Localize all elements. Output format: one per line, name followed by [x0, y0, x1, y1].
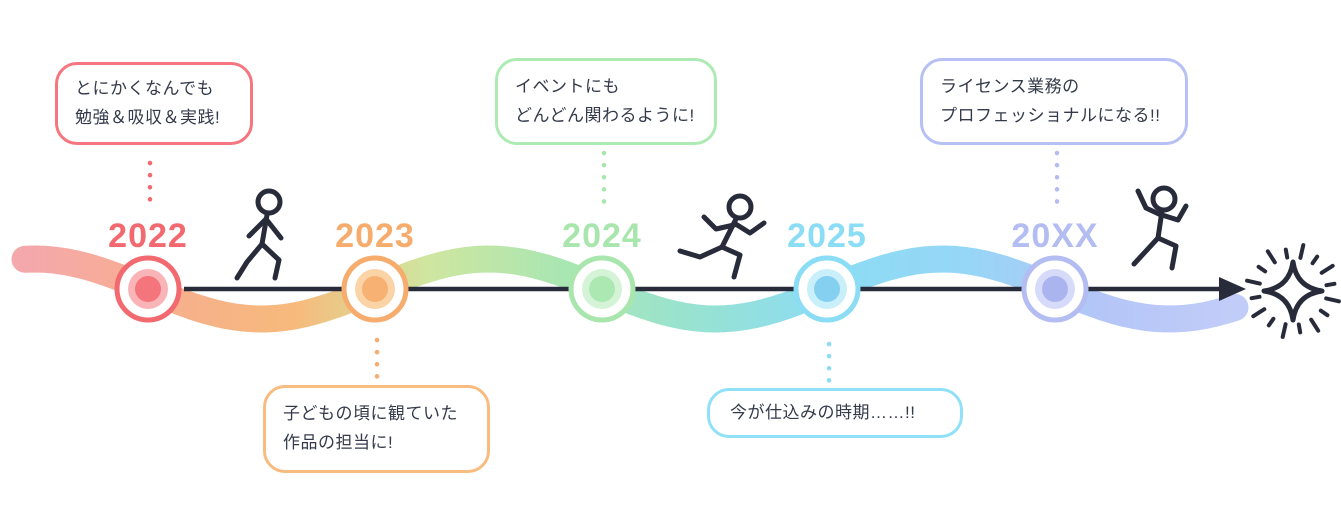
arrowhead-icon — [1219, 277, 1246, 301]
speech-bubble-2022: とにかくなんでも 勉強＆吸収＆実践! — [55, 62, 253, 145]
bubble-line: 子どもの頃に観ていた — [283, 404, 458, 424]
speech-bubble-20XX: ライセンス業務の プロフェッショナルになる!! — [920, 58, 1188, 145]
sparkle-rays — [1245, 243, 1341, 339]
year-label-2023: 2023 — [335, 217, 415, 255]
running-person-icon — [677, 193, 767, 280]
year-label-2024: 2024 — [562, 217, 642, 255]
speech-bubble-2025: 今が仕込みの時期……!! — [707, 388, 963, 438]
timeline-node-2022 — [114, 255, 182, 323]
timeline-node-20XX — [1021, 255, 1089, 323]
jumping-person-icon — [1131, 185, 1189, 271]
walking-person-icon — [234, 188, 284, 281]
sparkle-icon — [1245, 243, 1341, 339]
speech-bubble-2023: 子どもの頃に観ていた 作品の担当に! — [263, 385, 490, 473]
bubble-line: 勉強＆吸収＆実践! — [75, 107, 221, 127]
bubble-line: ライセンス業務の — [940, 76, 1080, 96]
year-label-2025: 2025 — [787, 217, 867, 255]
year-label-20XX: 20XX — [1011, 217, 1098, 255]
bubble-line: 作品の担当に! — [283, 433, 394, 452]
bubble-line: どんどん関わるように! — [515, 105, 695, 125]
bubble-line: とにかくなんでも — [75, 78, 215, 98]
year-label-2022: 2022 — [108, 217, 188, 255]
bubble-line: イベントにも — [515, 76, 620, 96]
timeline-node-2023 — [341, 255, 409, 323]
speech-bubble-2024: イベントにも どんどん関わるように! — [495, 58, 717, 145]
timeline-node-2024 — [568, 255, 636, 323]
bubble-line: プロフェッショナルになる!! — [940, 105, 1161, 125]
bubble-line: 今が仕込みの時期……!! — [730, 402, 916, 422]
timeline-node-2025 — [793, 255, 861, 323]
